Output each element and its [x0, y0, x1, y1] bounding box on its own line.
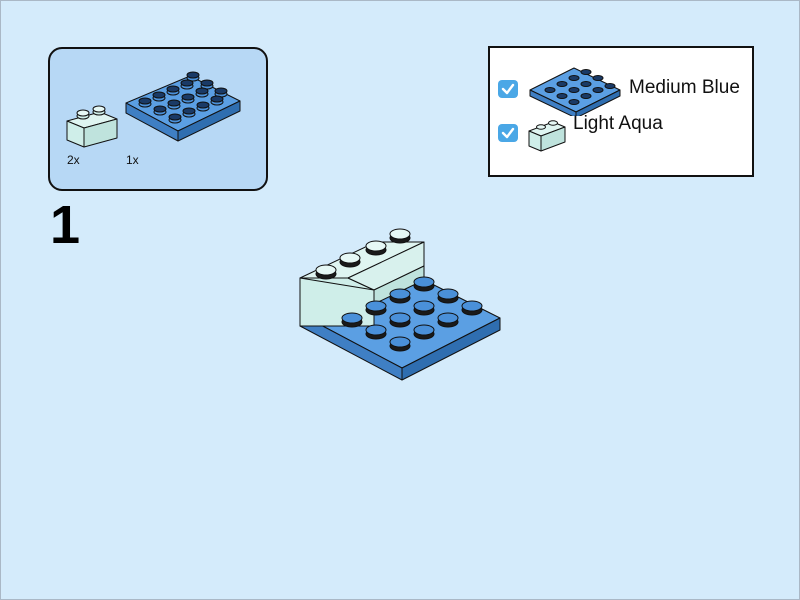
- legend-label-light-aqua: Light Aqua: [573, 113, 663, 134]
- part-quantity-plate: 1x: [126, 153, 139, 167]
- checkbox-light-aqua[interactable]: [498, 124, 518, 142]
- legend-label-medium-blue: Medium Blue: [629, 77, 740, 98]
- parts-callout: 2x 1x: [48, 47, 268, 191]
- plate-4x4-icon: [125, 71, 241, 142]
- plate-4x4-icon: [529, 67, 621, 116]
- color-legend: Medium Blue Light Aqua: [488, 46, 754, 177]
- assembled-model: [299, 228, 501, 381]
- brick-1x2-icon: [528, 120, 566, 152]
- step-number: 1: [50, 195, 81, 255]
- part-quantity-brick: 2x: [67, 153, 80, 167]
- checkmark-icon: [501, 127, 515, 139]
- checkbox-medium-blue[interactable]: [498, 80, 518, 98]
- legend-item-light-aqua[interactable]: Light Aqua: [490, 113, 752, 175]
- checkmark-icon: [501, 83, 515, 95]
- brick-1x2-icon: [66, 105, 118, 148]
- legend-item-medium-blue[interactable]: Medium Blue: [490, 60, 752, 116]
